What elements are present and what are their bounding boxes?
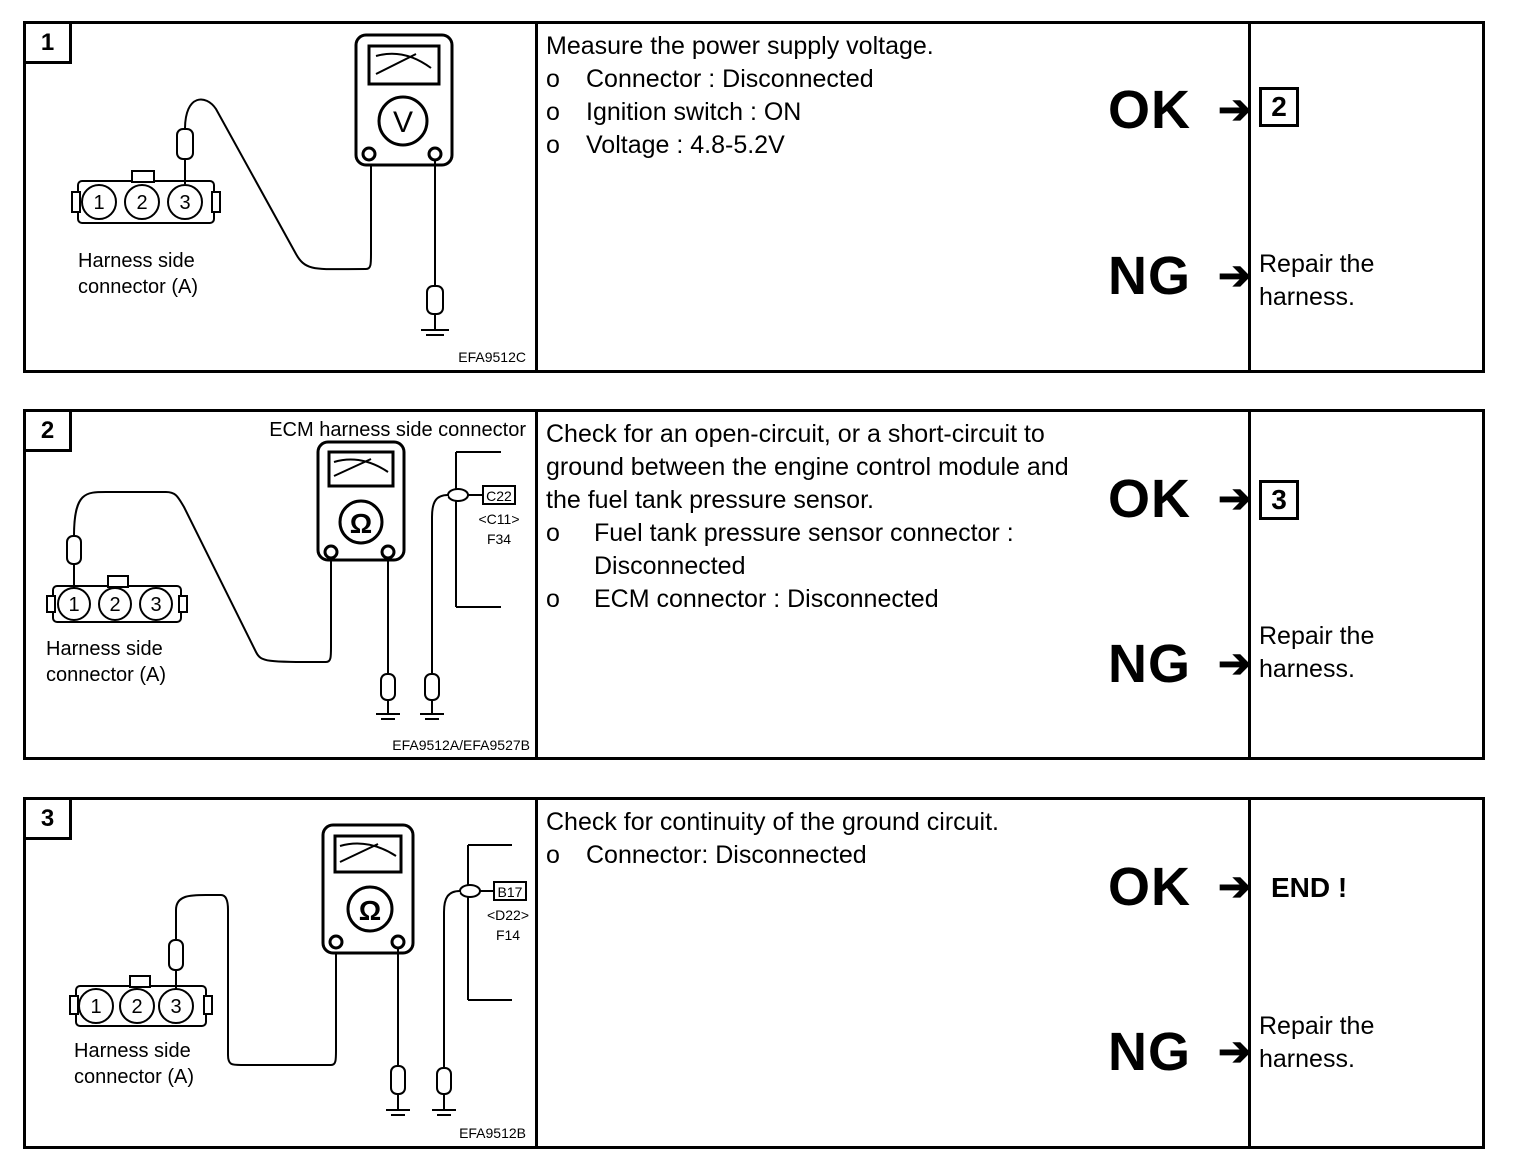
harness-connector-a	[69, 975, 213, 1027]
test-probe	[176, 128, 194, 184]
diagram-title: ECM harness side connector	[269, 419, 526, 441]
instruction-block: Check for an open-circuit, or a short-ci…	[546, 418, 1146, 616]
alt-pin-label-2: F34	[487, 531, 511, 547]
ohmmeter-icon	[316, 440, 406, 562]
step-1-row: 1 1 2 3	[23, 21, 1485, 373]
meter-symbol: V	[393, 106, 413, 139]
figure-code: EFA9512B	[459, 1125, 526, 1141]
test-probe	[168, 939, 184, 990]
figure-code: EFA9512C	[458, 349, 526, 365]
instruction-line: the fuel tank pressure sensor.	[546, 486, 874, 514]
step-number: 3	[26, 800, 72, 840]
pin-3-label: 3	[170, 996, 181, 1018]
pin-1-label: 1	[68, 594, 79, 616]
step-2-diagram: 2 ECM harness side connector 1 2 3	[26, 412, 538, 757]
voltmeter-icon	[354, 33, 454, 167]
connector-label-line2: connector (A)	[74, 1066, 194, 1088]
test-lead-wire	[184, 98, 372, 271]
ng-arrow-icon: ➔	[1218, 642, 1252, 686]
connector-label-line1: Harness side	[74, 1040, 191, 1062]
step-1-results: 2 Repair the harness.	[1248, 24, 1482, 370]
instruction-line: Check for continuity of the ground circu…	[546, 808, 1000, 836]
ground-probe	[376, 558, 400, 720]
step-2-instructions: Check for an open-circuit, or a short-ci…	[538, 412, 1252, 757]
instruction-block: Check for continuity of the ground circu…	[546, 806, 1146, 872]
continuity-check-illustration: ECM harness side connector 1 2 3	[46, 419, 530, 753]
harness-connector-a	[46, 575, 188, 623]
pin-1-label: 1	[93, 192, 104, 214]
step-3-results: END ! Repair the harness.	[1248, 800, 1482, 1146]
step-number: 2	[26, 412, 72, 452]
alt-pin-label: <D22>	[487, 907, 529, 923]
ng-label: NG	[1108, 634, 1191, 694]
step-number: 1	[26, 24, 72, 64]
step-1-diagram: 1 1 2 3	[26, 24, 538, 370]
alt-pin-label-2: F14	[496, 927, 520, 943]
connector-label-line2: connector (A)	[46, 664, 166, 686]
goto-step-box: 3	[1259, 480, 1299, 520]
ok-arrow-icon: ➔	[1218, 865, 1252, 909]
pin-2-label: 2	[136, 192, 147, 214]
ok-arrow-icon: ➔	[1218, 477, 1252, 521]
connector-label-line1: Harness side	[78, 250, 195, 272]
meter-needle	[333, 458, 389, 477]
meter-needle	[339, 842, 397, 863]
pin-2-label: 2	[131, 996, 142, 1018]
meter-symbol: Ω	[350, 508, 372, 539]
ng-result: Repair the harness.	[1259, 622, 1375, 683]
ecm-pin-label: C22	[486, 488, 512, 504]
ground-probe	[386, 948, 410, 1116]
ng-label: NG	[1108, 246, 1191, 306]
pin-3-label: 3	[150, 594, 161, 616]
meter-symbol: Ω	[359, 895, 381, 926]
end-label: END !	[1271, 872, 1348, 903]
pin-1-label: 1	[90, 996, 101, 1018]
ng-result: Repair the harness.	[1259, 250, 1375, 311]
bullet-continuation: Disconnected	[594, 552, 746, 580]
connector-label-line2: connector (A)	[78, 276, 198, 298]
instruction-line: ground between the engine control module…	[546, 453, 1069, 481]
connector-label-line1: Harness side	[46, 638, 163, 660]
meter-needle	[375, 52, 432, 75]
ng-result: Repair the harness.	[1259, 1012, 1375, 1073]
ok-label: OK	[1108, 80, 1191, 140]
ng-arrow-icon: ➔	[1218, 254, 1252, 298]
instruction-line: Measure the power supply voltage.	[546, 32, 934, 60]
ng-label: NG	[1108, 1022, 1191, 1082]
instruction-line: Check for an open-circuit, or a short-ci…	[546, 420, 1045, 448]
goto-step-box: 2	[1259, 87, 1299, 127]
step-3-diagram: 3 1 2 3	[26, 800, 538, 1146]
ohmmeter-icon	[321, 823, 415, 955]
ecm-connector	[420, 451, 516, 720]
ground-continuity-illustration: 1 2 3 Ω	[69, 823, 529, 1141]
step-3-row: 3 1 2 3	[23, 797, 1485, 1149]
ok-label: OK	[1108, 469, 1191, 529]
step-2-results: 3 Repair the harness.	[1248, 412, 1482, 757]
ng-arrow-icon: ➔	[1218, 1030, 1252, 1074]
ground-probe	[421, 160, 449, 336]
ground-pin-label: B17	[498, 884, 523, 900]
step-2-row: 2 ECM harness side connector 1 2 3	[23, 409, 1485, 760]
pin-3-label: 3	[179, 192, 190, 214]
ok-arrow-icon: ➔	[1218, 88, 1252, 132]
figure-code: EFA9512A/EFA9527B	[392, 737, 530, 753]
harness-connector-a	[71, 170, 221, 224]
ground-connector	[432, 844, 527, 1116]
pin-2-label: 2	[109, 594, 120, 616]
step-3-instructions: Check for continuity of the ground circu…	[538, 800, 1252, 1146]
alt-pin-label: <C11>	[479, 511, 520, 527]
test-probe	[66, 535, 82, 588]
ok-label: OK	[1108, 857, 1191, 917]
test-lead-wire	[175, 894, 337, 1066]
test-lead-wire	[73, 491, 332, 664]
voltage-measurement-illustration: 1 2 3 V	[71, 33, 526, 365]
